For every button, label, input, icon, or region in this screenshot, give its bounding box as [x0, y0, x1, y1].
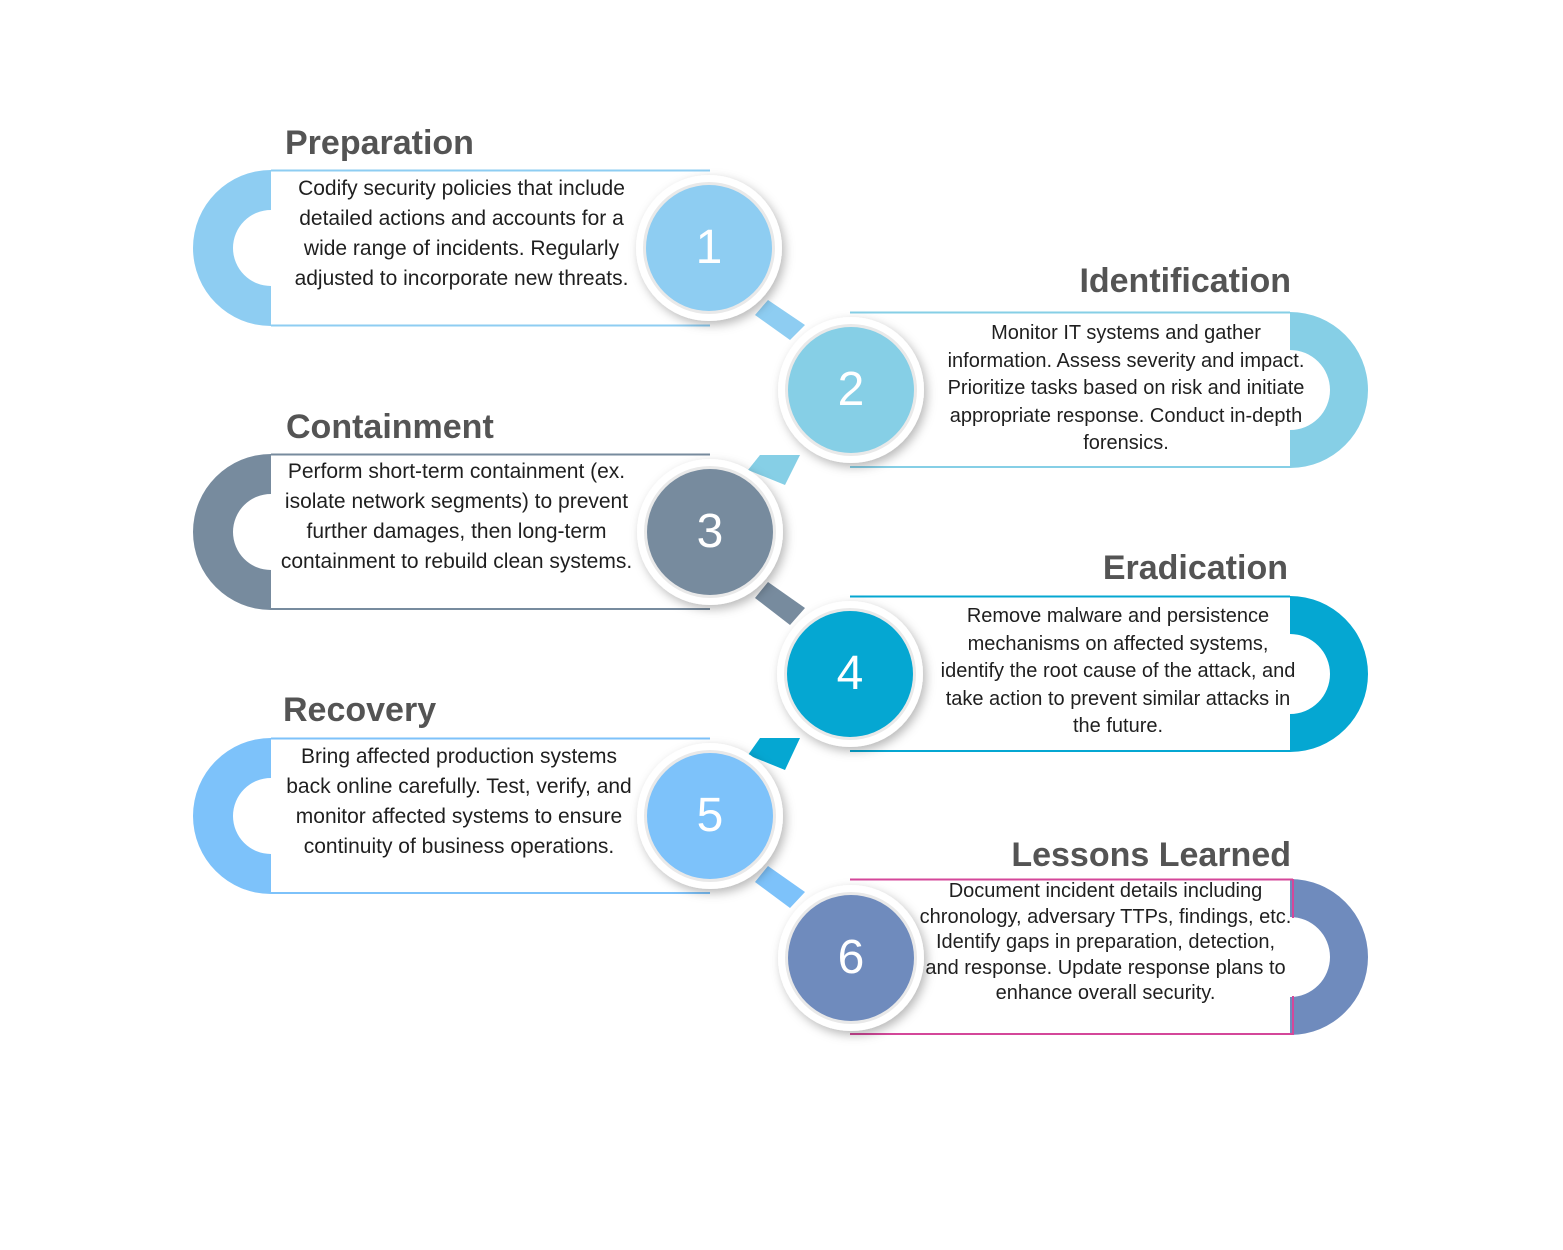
- step-3-frame: [193, 453, 710, 610]
- step-5-title: Recovery: [283, 691, 437, 729]
- step-1-title: Preparation: [285, 124, 474, 162]
- step-6-frame: [850, 878, 1368, 1035]
- step-2-circle: [778, 317, 924, 463]
- step-6-end-cap: [1290, 879, 1368, 1035]
- step-5-frame: [193, 737, 710, 894]
- connector-1-2: [755, 300, 805, 340]
- step-3-number: 3: [696, 505, 724, 558]
- step-3-title: Containment: [286, 408, 494, 446]
- step-1-end-cap: [193, 170, 271, 326]
- connectors: [748, 300, 805, 908]
- step-4-title: Eradication: [1102, 549, 1288, 587]
- step-2-title: Identification: [1079, 262, 1291, 300]
- step-1-description: Codify security policies that include de…: [294, 177, 629, 290]
- connector-4-5: [748, 738, 800, 770]
- step-3-circle: [637, 459, 783, 605]
- step-3-end-cap: [193, 454, 271, 610]
- step-4-frame: [850, 595, 1368, 752]
- connector-3-4: [755, 582, 805, 625]
- step-1-number: 1: [695, 221, 723, 274]
- step-6-number: 6: [837, 931, 865, 984]
- step-1-frame: [193, 169, 710, 327]
- step-2-frame: [850, 311, 1368, 468]
- step-6-description: Document incident details including chro…: [919, 880, 1292, 1004]
- step-4-number: 4: [836, 647, 864, 700]
- step-1-circle: [636, 175, 782, 321]
- step-3-description: Perform short-term containment (ex. isol…: [280, 460, 633, 573]
- step-5-number: 5: [696, 789, 724, 842]
- step-2-description: Monitor IT systems and gather informatio…: [947, 322, 1305, 454]
- step-5-description: Bring affected production systems back o…: [286, 745, 632, 858]
- step-6-title: Lessons Learned: [1011, 836, 1291, 874]
- step-5-end-cap: [193, 738, 271, 894]
- step-4-end-cap: [1290, 596, 1368, 752]
- connector-2-3: [748, 455, 800, 485]
- step-2-end-cap: [1290, 312, 1368, 468]
- step-4-circle: [777, 601, 923, 747]
- connector-5-6: [755, 866, 805, 908]
- step-5-circle: [637, 743, 783, 889]
- step-4-description: Remove malware and persistence mechanism…: [940, 605, 1296, 737]
- step-6-circle: [778, 885, 924, 1031]
- step-2-number: 2: [837, 363, 865, 416]
